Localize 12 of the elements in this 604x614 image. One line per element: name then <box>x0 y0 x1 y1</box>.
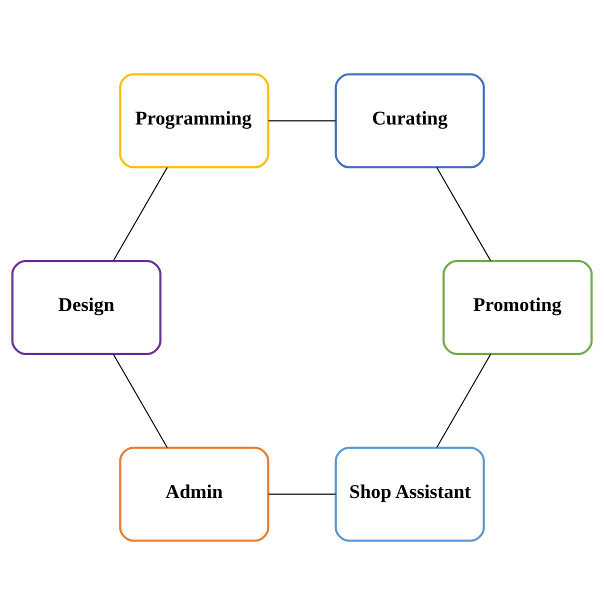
connector <box>112 166 168 261</box>
node-box: Admin <box>119 446 270 542</box>
connector <box>268 120 336 121</box>
node-box: Curating <box>334 72 485 168</box>
node-box: Promoting <box>442 259 593 355</box>
connector <box>436 353 492 448</box>
connector <box>268 493 336 494</box>
connector <box>436 166 492 261</box>
connector <box>112 353 168 448</box>
node-box: Shop Assistant <box>334 446 485 542</box>
node-box: Programming <box>119 72 270 168</box>
node-box: Design <box>11 259 162 355</box>
